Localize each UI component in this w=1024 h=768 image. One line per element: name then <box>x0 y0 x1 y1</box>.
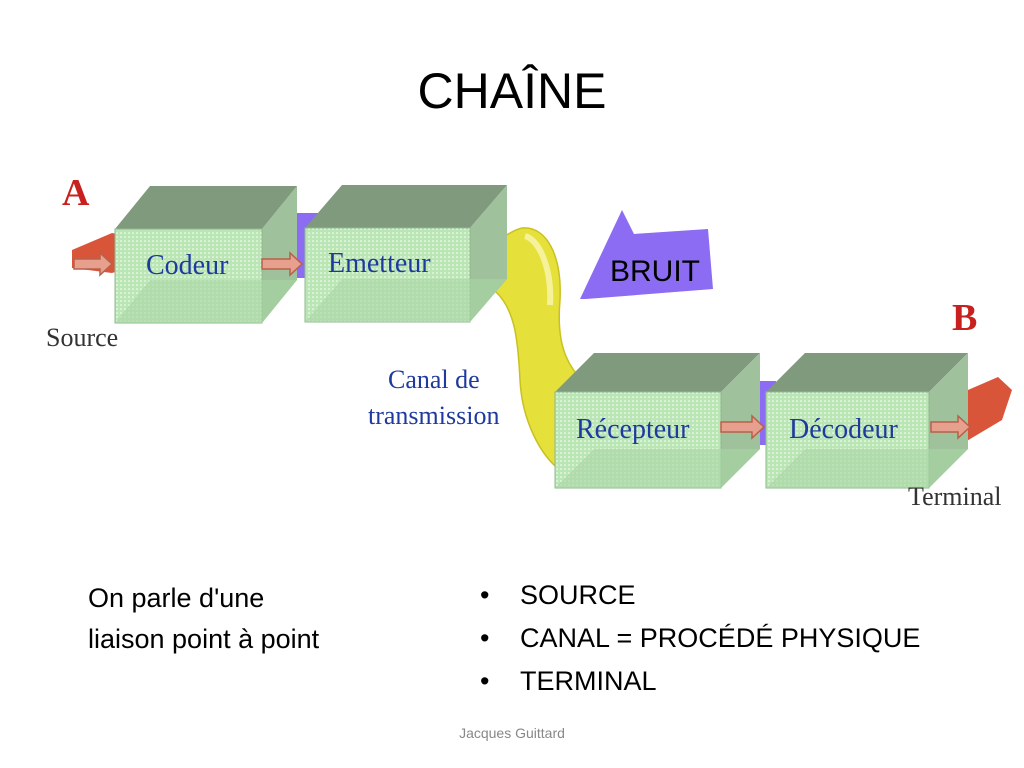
noise-arrow <box>580 210 713 299</box>
small-arrow-icon <box>720 414 766 440</box>
bullet-item: • CANAL = PROCÉDÉ PHYSIQUE <box>480 617 920 660</box>
bullet-text: SOURCE <box>520 580 636 610</box>
block-label-emetteur: Emetteur <box>328 248 431 279</box>
codeur-block <box>114 186 297 324</box>
small-arrow-icon <box>261 251 304 277</box>
point-b-label: B <box>952 297 977 339</box>
footer-author: Jacques Guittard <box>459 725 565 741</box>
slide-title: CHAÎNE <box>417 63 607 119</box>
channel-label-line1: Canal de <box>388 365 480 394</box>
noise-label: BRUIT <box>610 255 700 288</box>
bullet-dot: • <box>480 666 490 696</box>
decodeur-block <box>765 353 968 489</box>
point-to-point-note: On parle d'une liaison point à point <box>88 583 320 654</box>
transmission-chain-diagram: A B BRUIT <box>46 172 1012 511</box>
terminal-label: Terminal <box>908 482 1001 511</box>
emetteur-block <box>304 185 507 323</box>
bullet-item: • TERMINAL <box>480 660 920 703</box>
bullet-item: • SOURCE <box>480 574 920 617</box>
bullet-text: TERMINAL <box>520 666 657 696</box>
bullet-dot: • <box>480 623 490 653</box>
bullet-list: • SOURCE • CANAL = PROCÉDÉ PHYSIQUE • TE… <box>480 574 920 703</box>
point-a-label: A <box>62 172 90 214</box>
source-label: Source <box>46 323 118 352</box>
recepteur-block <box>554 353 760 489</box>
bullet-text: CANAL = PROCÉDÉ PHYSIQUE <box>520 623 921 653</box>
bullet-dot: • <box>480 580 490 610</box>
small-arrow-icon <box>930 414 972 440</box>
block-label-decodeur: Décodeur <box>789 414 899 445</box>
block-label-codeur: Codeur <box>146 250 229 281</box>
channel-label-line2: transmission <box>368 401 499 430</box>
small-arrow-icon <box>73 251 114 277</box>
block-label-recepteur: Récepteur <box>576 414 690 445</box>
